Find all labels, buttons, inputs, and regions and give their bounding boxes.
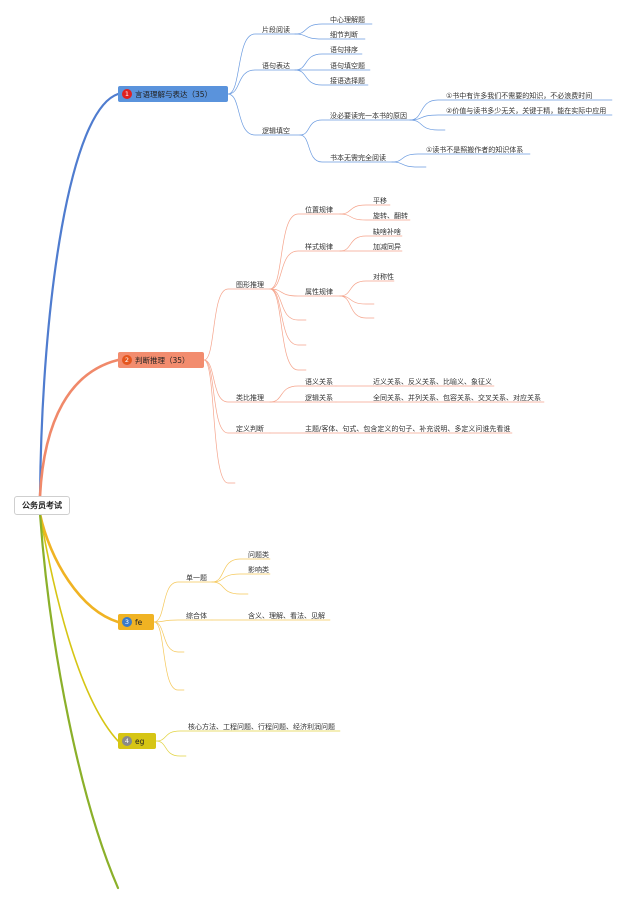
node-definition[interactable]: 定义判断	[236, 425, 264, 433]
branch-fe[interactable]: 3 fe	[118, 614, 154, 630]
c-2-2-1	[269, 385, 337, 403]
node-continuation[interactable]: 接语选择题	[330, 77, 365, 85]
node-semantic-detail[interactable]: 近义关系、反义关系、比喻义、象征义	[373, 378, 492, 386]
badge-number-4: 4	[122, 736, 132, 746]
c-1-2-3	[294, 69, 369, 86]
node-sentence-expression[interactable]: 语句表达	[262, 62, 290, 70]
node-logic-detail[interactable]: 全同关系、并列关系、包容关系、交叉关系、对应关系	[373, 394, 541, 402]
branch-reasoning[interactable]: 2 判断推理（35）	[118, 352, 204, 368]
c-1-1-2	[294, 33, 366, 40]
branch-label: fe	[135, 617, 143, 627]
c-3-2	[153, 619, 213, 623]
main-branch-5	[38, 512, 120, 890]
badge-number-3: 3	[122, 617, 132, 627]
node-detail-judgment[interactable]: 细节判断	[330, 31, 358, 39]
node-problem-type[interactable]: 问题类	[248, 551, 269, 559]
main-branch-1	[38, 92, 120, 498]
c-2-1-1-1	[339, 204, 391, 215]
c-1-1-1	[294, 23, 373, 35]
c-1-3-1-2	[409, 114, 613, 121]
node-semantic-relation[interactable]: 语义关系	[305, 378, 333, 386]
c-2-1-2-1	[339, 235, 403, 252]
node-rotation[interactable]: 旋转、翻转	[373, 212, 408, 220]
c-1-3-1-3	[409, 119, 446, 131]
node-figure-reasoning[interactable]: 图形推理	[236, 281, 264, 289]
branch-label: 言语理解与表达（35）	[135, 89, 213, 99]
c-2-1-6	[269, 288, 307, 371]
c-2-1-4	[269, 288, 307, 321]
node-logic-relation[interactable]: 逻辑关系	[305, 394, 333, 402]
c-1-3	[227, 93, 301, 136]
connector-lines	[38, 23, 613, 890]
c-1-1	[227, 33, 296, 95]
badge-number-1: 1	[122, 89, 132, 99]
branch-verbal[interactable]: 1 言语理解与表达（35）	[118, 86, 228, 102]
main-branch-2	[38, 358, 120, 498]
c-2-1-2	[269, 250, 341, 290]
node-composite-detail[interactable]: 含义、理解、看法、见解	[248, 612, 325, 620]
c-1-3-2-2	[391, 161, 427, 168]
node-no-need-reason[interactable]: 没必要读完一本书的原因	[330, 112, 407, 120]
node-position-rule[interactable]: 位置规律	[305, 206, 333, 214]
node-reason-2[interactable]: ②价值与读书多少无关，关键于精，能在实际中应用	[446, 107, 607, 115]
node-composite[interactable]: 综合体	[186, 612, 207, 620]
c-1-3-2	[299, 134, 393, 163]
c-1-3-1	[299, 119, 411, 136]
c-1-2-1	[294, 53, 363, 71]
c-2-1-3-3	[339, 295, 375, 319]
c-2-1	[203, 288, 271, 361]
node-no-full-read-1[interactable]: ①读书不是照搬作者的知识体系	[426, 146, 524, 154]
branch-eg[interactable]: 4 eg	[118, 733, 156, 749]
node-impact-type[interactable]: 影响类	[248, 566, 269, 574]
node-no-full-read[interactable]: 书本无需完全阅读	[330, 154, 386, 162]
c-3-3	[153, 621, 185, 653]
main-branch-4	[39, 513, 119, 742]
node-logic-filling[interactable]: 逻辑填空	[262, 127, 290, 135]
c-2-1-3-1	[339, 280, 395, 297]
node-add-subtract[interactable]: 加减同异	[373, 243, 401, 251]
c-2-1-5	[269, 288, 307, 346]
node-symmetry[interactable]: 对称性	[373, 273, 394, 281]
node-sentence-filling[interactable]: 语句填空题	[330, 62, 365, 70]
node-translation[interactable]: 平移	[373, 197, 387, 205]
c-3-1-3	[211, 581, 249, 595]
node-definition-detail[interactable]: 主题/客体、句式、包含定义的句子、补充说明、多定义问谁先看谁	[305, 425, 511, 433]
c-3-1-2	[211, 573, 271, 583]
node-analogy[interactable]: 类比推理	[236, 394, 264, 402]
c-1-2	[227, 69, 296, 95]
node-passage-reading[interactable]: 片段阅读	[262, 26, 290, 34]
node-attribute-rule[interactable]: 属性规律	[305, 288, 333, 296]
badge-number-2: 2	[122, 355, 132, 365]
branch-label: 判断推理（35）	[135, 355, 190, 365]
c-3-1-1	[211, 558, 271, 583]
c-3-4	[153, 621, 185, 691]
node-single-question[interactable]: 单一题	[186, 574, 207, 582]
c-1-3-1-1	[409, 99, 613, 121]
c-1-3-2-1	[391, 153, 531, 163]
c-2-4	[203, 359, 236, 484]
node-main-idea[interactable]: 中心理解题	[330, 16, 365, 24]
c-2-1-1-2	[339, 213, 411, 221]
branch-label: eg	[135, 736, 145, 746]
node-reason-1[interactable]: ①书中有许多我们不需要的知识，不必浪费时间	[446, 92, 593, 100]
c-2-1-3	[269, 288, 341, 297]
node-fill-missing[interactable]: 缺啥补啥	[373, 228, 401, 236]
root-topic[interactable]: 公务员考试	[14, 496, 70, 515]
c-3-1	[153, 581, 213, 623]
c-2-2	[203, 359, 271, 403]
c-4-1	[155, 730, 341, 742]
main-branch-3	[38, 512, 120, 624]
node-style-rule[interactable]: 样式规律	[305, 243, 333, 251]
node-sentence-ordering[interactable]: 语句排序	[330, 46, 358, 54]
node-core-methods[interactable]: 核心方法、工程问题、行程问题、经济利润问题	[188, 723, 335, 731]
c-4-2	[155, 740, 187, 757]
